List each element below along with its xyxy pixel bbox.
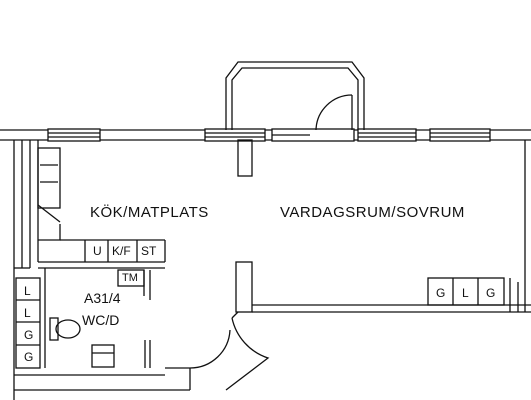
- balcony: [225, 61, 365, 131]
- closet-right-3: G: [486, 286, 496, 300]
- closet-right-1: G: [436, 286, 446, 300]
- closet-left-2: L: [24, 306, 31, 320]
- bathroom: [14, 267, 231, 391]
- wardrobe-right: [252, 277, 531, 313]
- room-label-wc: WC/D: [82, 312, 120, 328]
- closet-left-4: G: [24, 350, 34, 364]
- closet-left-1: L: [24, 284, 31, 298]
- fixture-st: ST: [141, 244, 157, 258]
- room-label-living: VARDAGSRUM/SOVRUM: [280, 204, 465, 221]
- column-stub: [237, 139, 253, 177]
- closet-left-3: G: [24, 328, 34, 342]
- room-label-kitchen: KÖK/MATPLATS: [90, 204, 209, 221]
- partition-stub: [235, 261, 253, 313]
- apartment-code: A31/4: [84, 290, 121, 306]
- left-walls: [13, 140, 39, 400]
- top-wall: [0, 128, 531, 142]
- wardrobe-left: [15, 277, 41, 369]
- fixture-kf: K/F: [112, 244, 131, 258]
- kitchen-counter: [37, 147, 166, 263]
- fixture-tm: TM: [122, 272, 138, 284]
- closet-right-2: L: [462, 286, 469, 300]
- fixture-u: U: [93, 244, 102, 258]
- entrance-door: [225, 311, 270, 391]
